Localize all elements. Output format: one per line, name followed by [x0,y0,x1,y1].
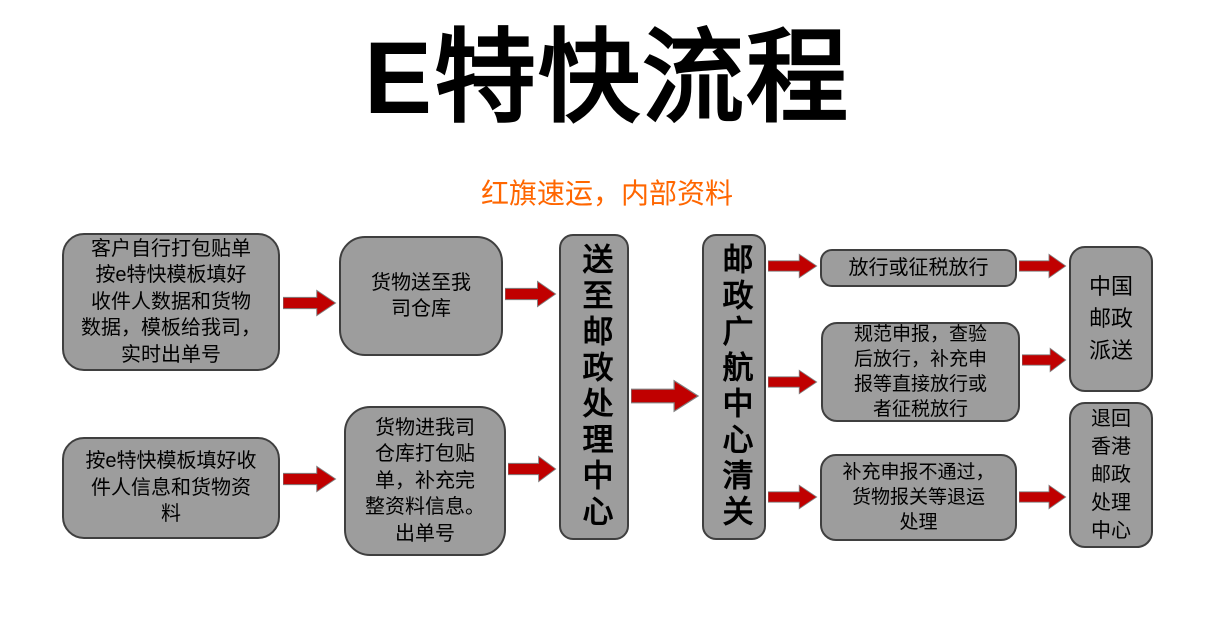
node-fill-template: 按e特快模板填好收 件人信息和货物资 料 [62,437,280,539]
node-standard-declare: 规范申报，查验 后放行，补充申 报等直接放行或 者征税放行 [821,322,1020,422]
node-declare-fail: 补充申报不通过， 货物报关等退运 处理 [820,454,1017,541]
arrow-release-to-china-post [1019,253,1067,279]
page-title: E特快流程 [363,21,851,135]
node-customs-clearance: 邮政广航中心清关 [702,234,766,540]
arrow-selfpack-to-delivery [283,289,337,317]
node-customer-self-pack: 客户自行打包贴单 按e特快模板填好 收件人数据和货物 数据，模板给我司， 实时出… [62,233,280,371]
arrow-declare-to-china-post [1022,347,1067,373]
arrow-customs-to-release [768,253,818,279]
arrow-customs-to-return [768,484,818,510]
node-goods-to-warehouse: 货物送至我 司仓库 [339,236,503,356]
arrow-postal-center-to-customs [631,379,700,413]
node-release: 放行或征税放行 [820,249,1017,287]
arrow-warehouse-pack-to-postal-center [508,455,557,483]
arrow-delivery-to-postal-center [505,280,557,308]
arrow-template-to-warehouse-pack [283,465,337,493]
node-return-hk-post: 退回 香港 邮政 处理 中心 [1069,402,1153,548]
node-warehouse-pack: 货物进我司 仓库打包贴 单，补充完 整资料信息。 出单号 [344,406,506,556]
node-china-post-delivery: 中国 邮政 派送 [1069,246,1153,392]
arrow-customs-to-declare [768,369,818,395]
page-subtitle: 红旗速运，内部资料 [480,178,733,209]
arrow-return-to-hk-post [1019,484,1067,510]
node-postal-processing-center: 送至邮政处理中心 [559,234,629,540]
